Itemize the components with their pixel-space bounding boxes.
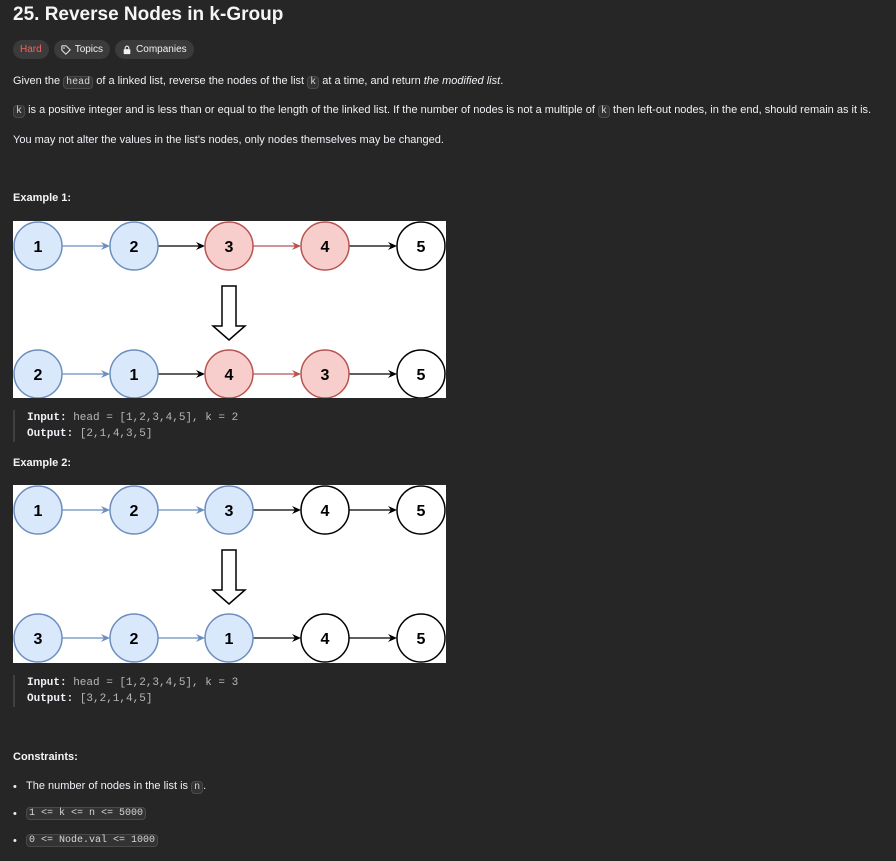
- arrow-head: [388, 242, 397, 250]
- list-node: [109, 349, 159, 398]
- node-value: 4: [225, 367, 234, 384]
- problem-title[interactable]: 25. Reverse Nodes in k-Group: [13, 4, 284, 25]
- example-2-io: Input: head = [1,2,3,4,5], k = 3 Output:…: [13, 675, 238, 707]
- node-value: 5: [417, 503, 426, 520]
- node-value: 4: [321, 239, 330, 256]
- list-node: [204, 221, 254, 271]
- arrow-head: [388, 634, 397, 642]
- list-node: [13, 485, 63, 535]
- node-value: 4: [321, 503, 330, 520]
- inline-code-head: head: [63, 76, 94, 89]
- list-node: [396, 221, 446, 271]
- arrow-head: [292, 242, 301, 250]
- example-1-diagram: 1 2 3 4 5 2 1 4 3 5: [13, 221, 446, 398]
- arrow-head: [196, 506, 205, 514]
- arrow-head: [388, 370, 397, 378]
- list-node: [109, 613, 159, 663]
- arrow-head: [196, 370, 205, 378]
- node-value: 2: [130, 239, 139, 256]
- node-value: 3: [34, 631, 43, 648]
- list-node: [13, 613, 63, 663]
- example-2-title: Example 2:: [13, 457, 72, 469]
- arrow-head: [196, 634, 205, 642]
- node-value: 4: [321, 631, 330, 648]
- arrow-head: [101, 242, 110, 250]
- transform-arrow: [211, 285, 247, 341]
- node-value: 1: [34, 239, 43, 256]
- arrow-head: [101, 506, 110, 514]
- constraint-item: 0 <= Node.val <= 1000: [13, 834, 206, 861]
- node-value: 2: [130, 631, 139, 648]
- list-node: [300, 613, 350, 663]
- arrow-head: [101, 370, 110, 378]
- constraints-title: Constraints:: [13, 751, 78, 763]
- node-value: 5: [417, 367, 426, 384]
- constraints-list: The number of nodes in the list is n. 1 …: [13, 780, 206, 861]
- list-node: [204, 613, 254, 663]
- arrow-head: [196, 242, 205, 250]
- inline-code-k: k: [307, 76, 320, 89]
- example-2-diagram: 1 2 3 4 5 3 2 1 4 5: [13, 485, 446, 663]
- list-node: [396, 349, 446, 398]
- node-value: 3: [321, 367, 330, 384]
- constraint-item: The number of nodes in the list is n.: [13, 780, 206, 807]
- node-value: 5: [417, 631, 426, 648]
- difficulty-badge: Hard: [13, 40, 49, 59]
- list-node: [300, 349, 350, 398]
- companies-button[interactable]: Companies: [115, 40, 194, 59]
- description-paragraph-1: Given the head of a linked list, reverse…: [13, 75, 504, 89]
- node-value: 1: [130, 367, 139, 384]
- list-node: [396, 613, 446, 663]
- lock-icon: [123, 45, 131, 54]
- description-paragraph-2: k is a positive integer and is less than…: [13, 103, 871, 119]
- node-value: 2: [130, 503, 139, 520]
- list-node: [300, 485, 350, 535]
- example-1-io: Input: head = [1,2,3,4,5], k = 2 Output:…: [13, 410, 238, 442]
- inline-code-k: k: [597, 105, 610, 118]
- list-node: [13, 349, 63, 398]
- list-node: [13, 221, 63, 271]
- list-node: [300, 221, 350, 271]
- topics-label: Topics: [74, 44, 104, 55]
- constraint-item: 1 <= k <= n <= 5000: [13, 807, 206, 834]
- transform-arrow: [211, 549, 247, 605]
- arrow-head: [292, 506, 301, 514]
- node-value: 1: [34, 503, 43, 520]
- tag-icon: [61, 44, 71, 55]
- arrow-head: [292, 634, 301, 642]
- list-node: [204, 349, 254, 398]
- arrow-head: [388, 506, 397, 514]
- difficulty-label: Hard: [20, 44, 42, 55]
- arrow-head: [292, 370, 301, 378]
- list-node: [396, 485, 446, 535]
- list-node: [109, 221, 159, 271]
- tag-row: Hard Topics Companies: [13, 40, 194, 59]
- description-paragraph-3: You may not alter the values in the list…: [13, 134, 444, 146]
- node-value: 5: [417, 239, 426, 256]
- node-value: 3: [225, 503, 234, 520]
- arrow-head: [101, 634, 110, 642]
- node-value: 3: [225, 239, 234, 256]
- list-node: [204, 485, 254, 535]
- companies-label: Companies: [136, 44, 187, 55]
- list-node: [109, 485, 159, 535]
- inline-code-k: k: [13, 105, 26, 118]
- node-value: 2: [34, 367, 43, 384]
- topics-button[interactable]: Topics: [53, 40, 111, 59]
- node-value: 1: [225, 631, 234, 648]
- example-1-title: Example 1:: [13, 192, 72, 204]
